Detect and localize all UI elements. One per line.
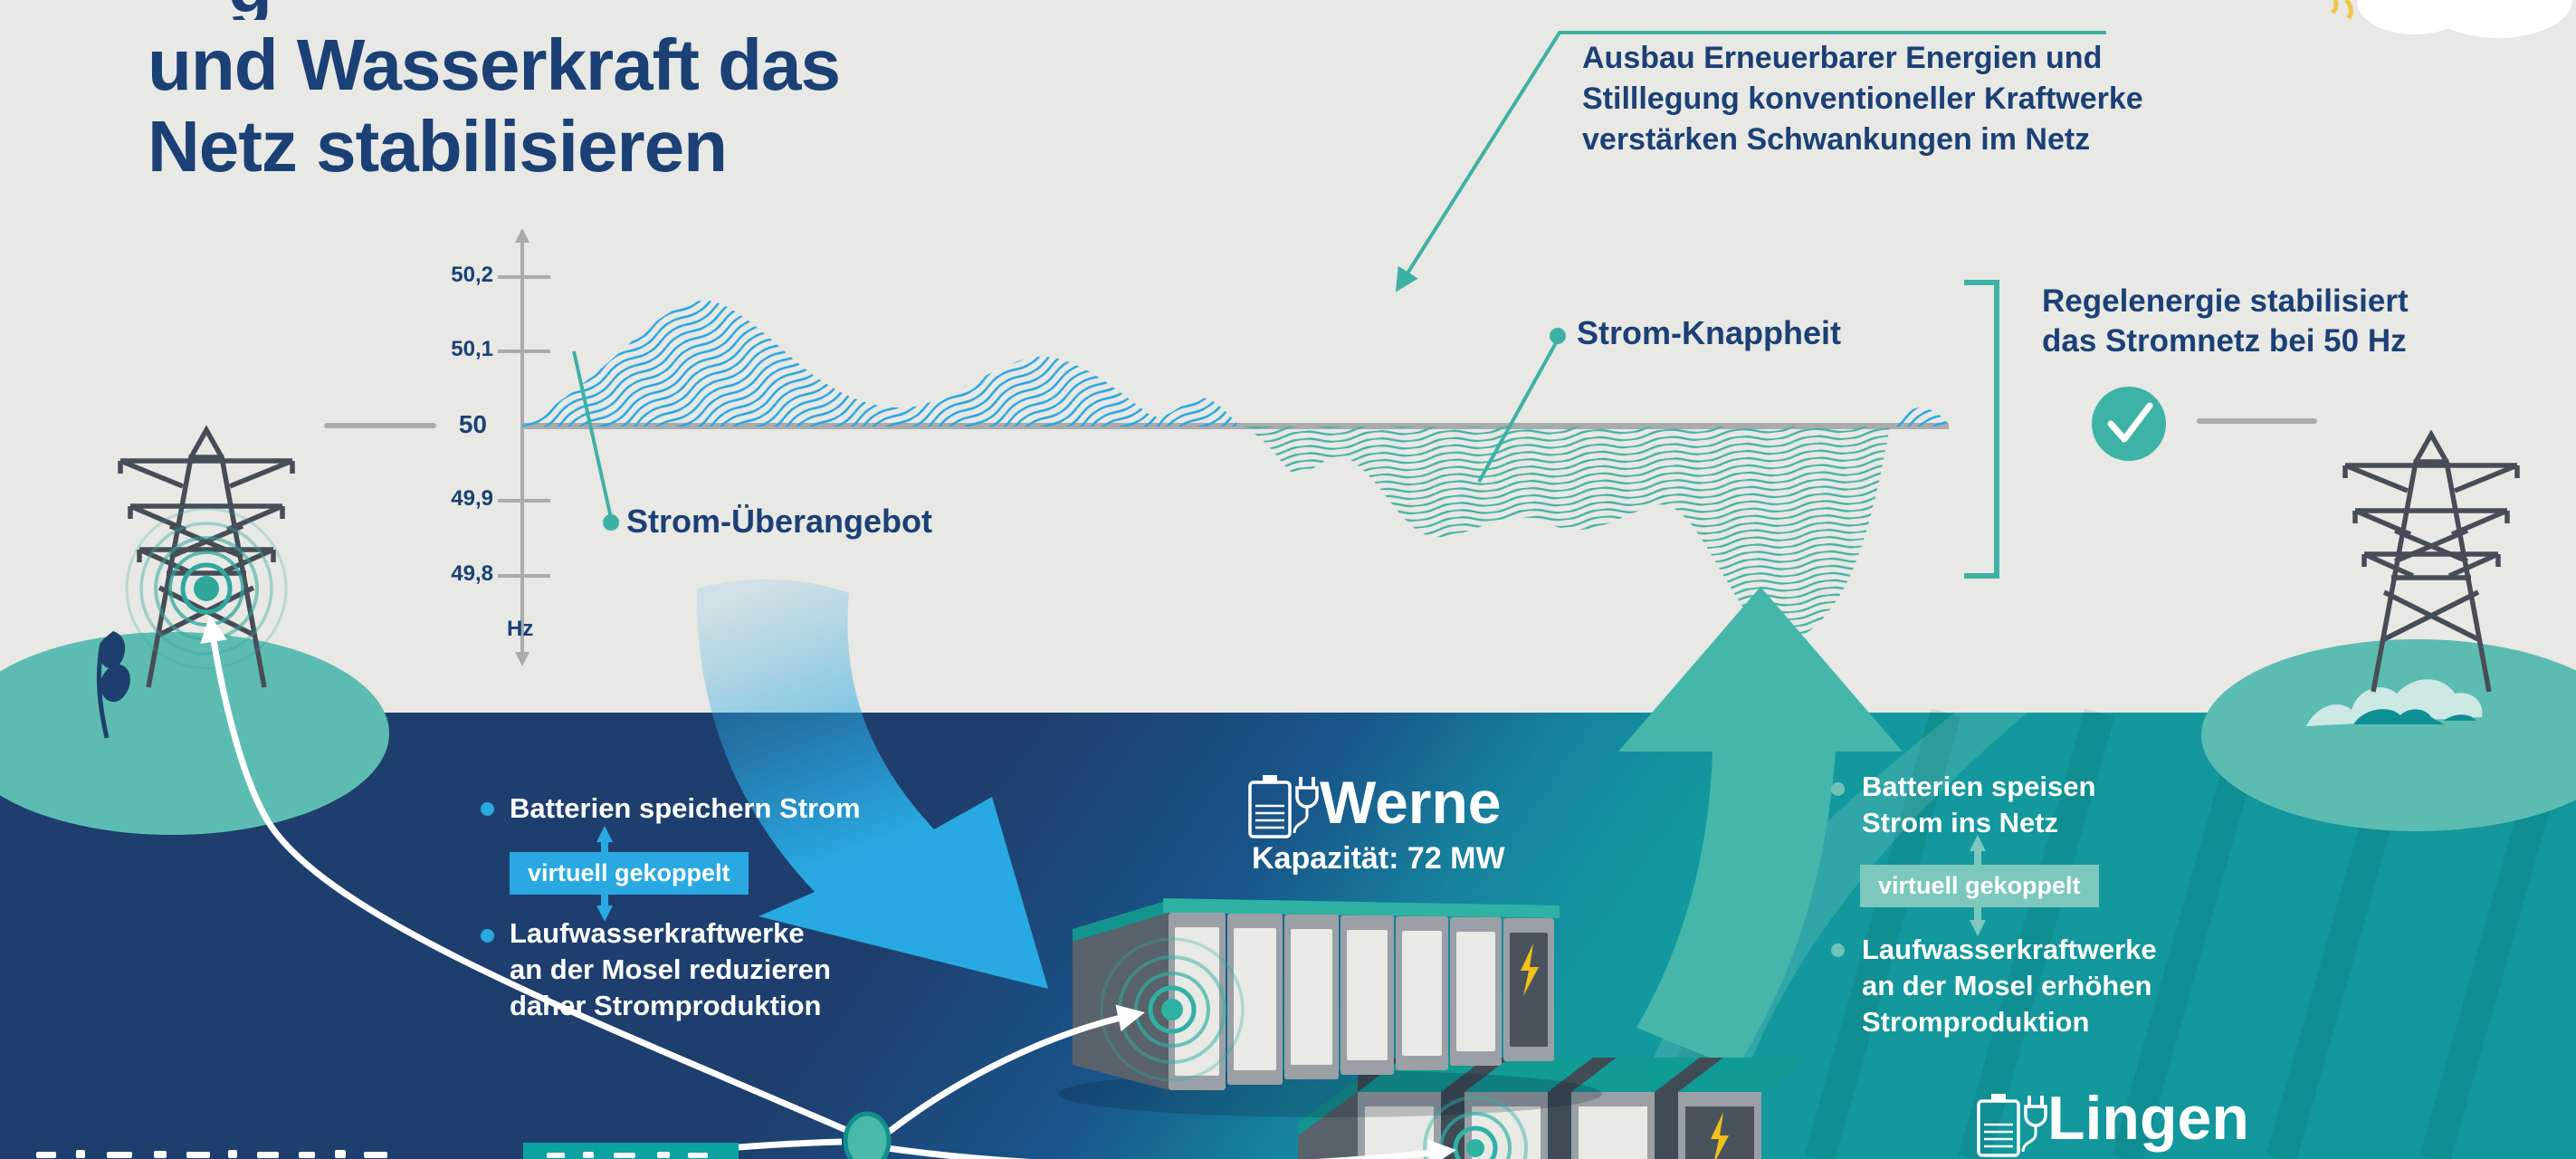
- axis-tick-50: 50: [458, 410, 487, 438]
- bullet-dot: [1831, 782, 1845, 796]
- page-title-clipped-line: g: [228, 0, 291, 20]
- right-bullet2-line3: Stromproduktion: [1862, 1006, 2090, 1038]
- gray-line-right-segment: [2197, 418, 2317, 424]
- checkmark-icon: [2092, 387, 2166, 461]
- balance-annotation-line1: Regelenergie stabilisiert: [2042, 283, 2409, 319]
- balance-annotation-line2: das Stromnetz bei 50 Hz: [2042, 323, 2407, 359]
- werne-capacity: Kapazität: 72 MW: [1252, 841, 1505, 876]
- axis-tick-50-1: 50,1: [451, 337, 493, 361]
- small-oversupply-bump: [1893, 407, 1950, 426]
- lightning-bolt-icon: [1521, 943, 1539, 996]
- axis-tick-49-8: 49,8: [451, 561, 493, 586]
- cause-annotation-line1: Ausbau Erneuerbarer Energien und: [1582, 41, 2103, 75]
- lightning-bolt-icon: [1711, 1112, 1729, 1159]
- clipped-text-fragment: [36, 1150, 708, 1158]
- werne-battery-containers: [1059, 898, 1602, 1117]
- frequency-axis: [498, 228, 550, 666]
- oversupply-callout: [572, 350, 619, 531]
- tower-radio-signal-icon: [125, 507, 288, 670]
- oversupply-label: Strom-Überangebot: [626, 503, 933, 540]
- shortage-callout: [1477, 328, 1566, 483]
- gray-line-left-segment: [324, 423, 436, 428]
- page-title-line2: Netz stabilisieren: [148, 106, 728, 187]
- shortage-wave-area: [1240, 426, 1890, 640]
- range-bracket: [1964, 280, 1999, 579]
- left-bullet2-line2: an der Mosel reduzieren: [510, 953, 831, 985]
- cause-callout-line: [1395, 31, 2106, 292]
- left-bullet2-line3: daher Stromproduktion: [510, 990, 822, 1021]
- right-badge-link-arrows: [1970, 835, 1986, 936]
- axis-tick-50-2: 50,2: [451, 263, 493, 287]
- oversupply-wave-area: [522, 300, 1238, 426]
- cloud-icon: [2357, 0, 2572, 38]
- cause-annotation-line3: verstärken Schwankungen im Netz: [1582, 122, 2091, 157]
- right-island: [2201, 639, 2576, 831]
- cause-annotation-line2: Stilllegung konventioneller Kraftwerke: [1582, 81, 2143, 116]
- coupling-node: [843, 1111, 892, 1159]
- left-badge-link-arrows: [596, 826, 613, 922]
- feed-power-arrow: [1618, 587, 1903, 1068]
- clipped-badge: [523, 1143, 739, 1159]
- bullet-dot: [481, 802, 494, 816]
- right-coupled-badge: virtuell gekoppelt: [1860, 865, 2099, 907]
- right-bullet1-line1: Batterien speisen: [1862, 771, 2096, 802]
- shortage-label: Strom-Knappheit: [1577, 314, 1841, 351]
- plant-icon: [96, 631, 130, 739]
- left-coupled-badge: virtuell gekoppelt: [510, 852, 749, 895]
- bush-icon: [2306, 679, 2483, 726]
- page-title-line1: und Wasserkraft das: [148, 24, 841, 105]
- werne-site-name: Werne: [1320, 769, 1502, 836]
- right-bullet2-line1: Laufwasserkraftwerke: [1862, 934, 2157, 965]
- bullet-dot: [481, 929, 494, 943]
- left-bullet1: Batterien speichern Strom: [510, 792, 861, 824]
- lingen-battery-containers: [1298, 1058, 1807, 1159]
- axis-tick-49-9: 49,9: [451, 486, 493, 511]
- right-bullet1-line2: Strom ins Netz: [1862, 807, 2059, 838]
- store-power-arrow: [696, 579, 1048, 989]
- bullet-dot: [1831, 943, 1845, 957]
- lingen-site-name: Lingen: [2047, 1084, 2249, 1153]
- left-bullet2-line1: Laufwasserkraftwerke: [510, 917, 805, 949]
- right-bullet2-line2: an der Mosel erhöhen: [1862, 970, 2152, 1001]
- axis-unit-label: Hz: [507, 617, 534, 641]
